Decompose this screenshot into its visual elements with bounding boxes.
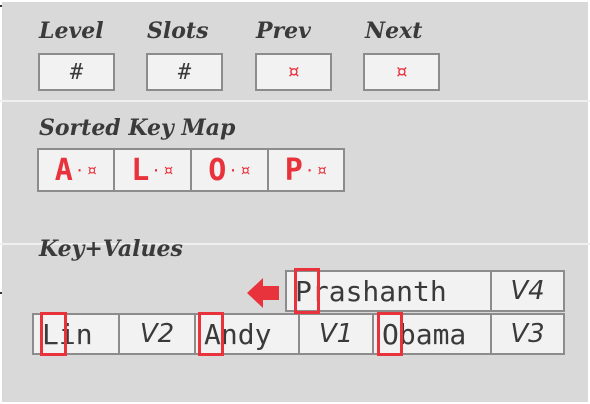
kv-value-cell: V1 — [300, 315, 372, 353]
slots-label: Slots — [147, 18, 209, 44]
marker-dot — [0, 292, 2, 294]
sorted-key-map: A · ¤ L · ¤ O · ¤ P · ¤ — [37, 148, 345, 192]
kv-row-top: Prashanth V4 — [285, 270, 565, 312]
key-values-title: Key+Values — [39, 236, 183, 262]
keymap-pointer: ¤ — [239, 159, 251, 181]
kv-key-text: Andy — [204, 317, 272, 351]
keymap-separator: · — [228, 160, 238, 180]
keymap-separator: · — [151, 160, 161, 180]
kv-key-cell: Obama — [374, 315, 490, 353]
slots-box: # — [146, 53, 223, 91]
keymap-pointer: ¤ — [316, 159, 328, 181]
kv-key-text: Obama — [382, 317, 467, 351]
kv-value-cell: V4 — [492, 272, 563, 310]
left-arrow-icon — [247, 278, 279, 308]
keymap-entry: L · ¤ — [115, 150, 190, 190]
kv-row-bottom: Lin V2 Andy V1 Obama V3 — [32, 313, 565, 355]
kv-value-cell: V3 — [492, 315, 563, 353]
kv-value-text: V2 — [139, 319, 175, 349]
divider — [0, 243, 590, 245]
next-pointer-box: ¤ — [363, 53, 440, 91]
kv-value-text: V3 — [510, 319, 545, 349]
kv-key-text: Lin — [42, 317, 93, 351]
kv-key-cell: Prashanth — [287, 272, 490, 310]
kv-key-cell: Lin — [34, 315, 118, 353]
prev-label: Prev — [256, 18, 311, 44]
kv-value-cell: V2 — [120, 315, 194, 353]
keymap-key: L — [131, 152, 150, 188]
next-label: Next — [365, 18, 423, 44]
keymap-key: P — [284, 152, 303, 188]
kv-value-text: V4 — [510, 276, 545, 306]
kv-key-text: Prashanth — [295, 274, 447, 308]
prev-pointer-box: ¤ — [255, 53, 332, 91]
keymap-entry: O · ¤ — [192, 150, 267, 190]
level-box: # — [38, 53, 115, 91]
keymap-separator: · — [74, 160, 85, 180]
kv-key-cell: Andy — [196, 315, 298, 353]
kv-value-text: V1 — [318, 319, 354, 349]
keymap-entry: P · ¤ — [269, 150, 343, 190]
marker-dot — [0, 5, 2, 7]
keymap-entry: A · ¤ — [39, 150, 113, 190]
keymap-key: O — [208, 152, 227, 188]
divider — [0, 100, 590, 102]
sorted-key-map-title: Sorted Key Map — [39, 115, 236, 141]
keymap-separator: · — [304, 160, 315, 180]
keymap-pointer: ¤ — [86, 159, 98, 181]
keymap-key: A — [54, 152, 73, 188]
keymap-pointer: ¤ — [162, 159, 174, 181]
level-label: Level — [39, 18, 104, 44]
